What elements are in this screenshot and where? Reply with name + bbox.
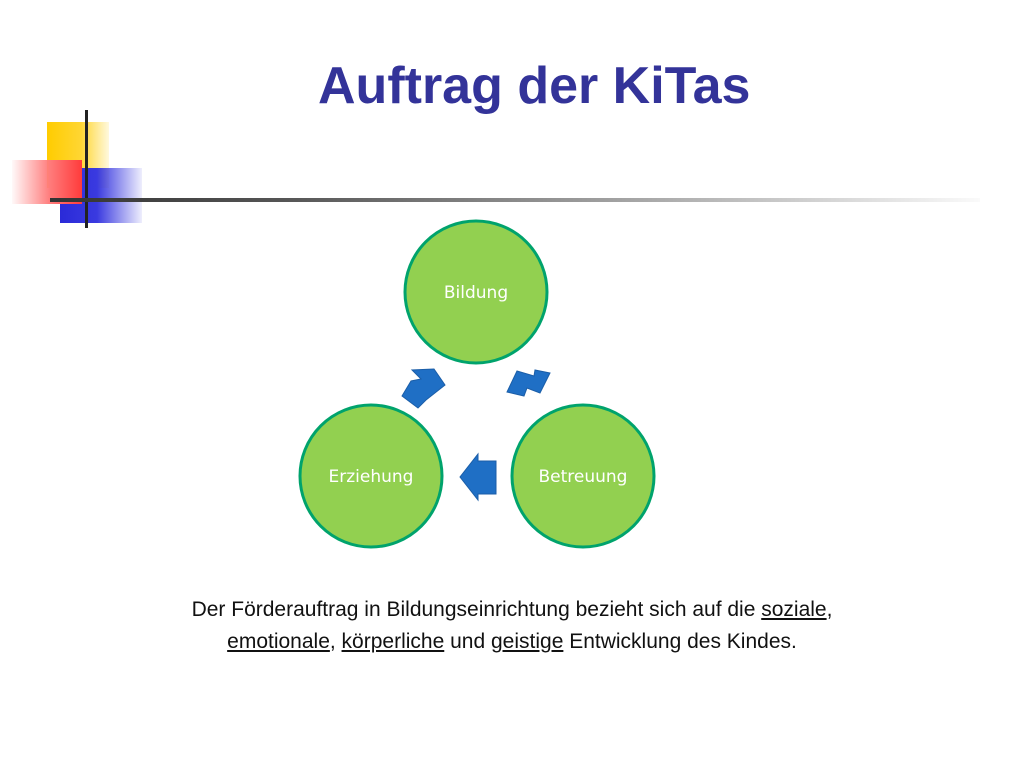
word-soziale: soziale [761,598,827,621]
body-comma-1: , [826,598,833,621]
body-comma-2: , [329,630,342,653]
decorative-red-square [12,160,82,204]
body-und: und [444,630,491,653]
body-text-part1: Der Förderauftrag in Bildungseinrichtung… [191,598,762,621]
node-erziehung-label: Erziehung [329,467,414,487]
node-betreuung-label: Betreuung [539,467,628,487]
slide-title: Auftrag der KiTas [318,57,751,115]
node-betreuung: Betreuung [510,403,656,549]
node-erziehung-circle [298,403,444,549]
decorative-vertical-line [85,110,88,228]
word-emotionale: emotionale [227,630,330,653]
arrow-erziehung-to-bildung [401,368,446,409]
node-erziehung: Erziehung [298,403,444,549]
node-bildung: Bildung [403,219,549,365]
arrow-betreuung-to-erziehung [459,452,497,502]
body-text: Der Förderauftrag in Bildungseinrichtung… [60,594,964,658]
node-bildung-label: Bildung [444,283,508,303]
decorative-horizontal-rule [50,198,980,202]
arrow-bildung-to-betreuung [506,369,551,397]
node-bildung-circle [403,219,549,365]
body-text-part2: Entwicklung des Kindes. [563,630,797,653]
word-geistige: geistige [490,630,564,653]
word-koerperliche: körperliche [341,630,445,653]
node-betreuung-circle [510,403,656,549]
